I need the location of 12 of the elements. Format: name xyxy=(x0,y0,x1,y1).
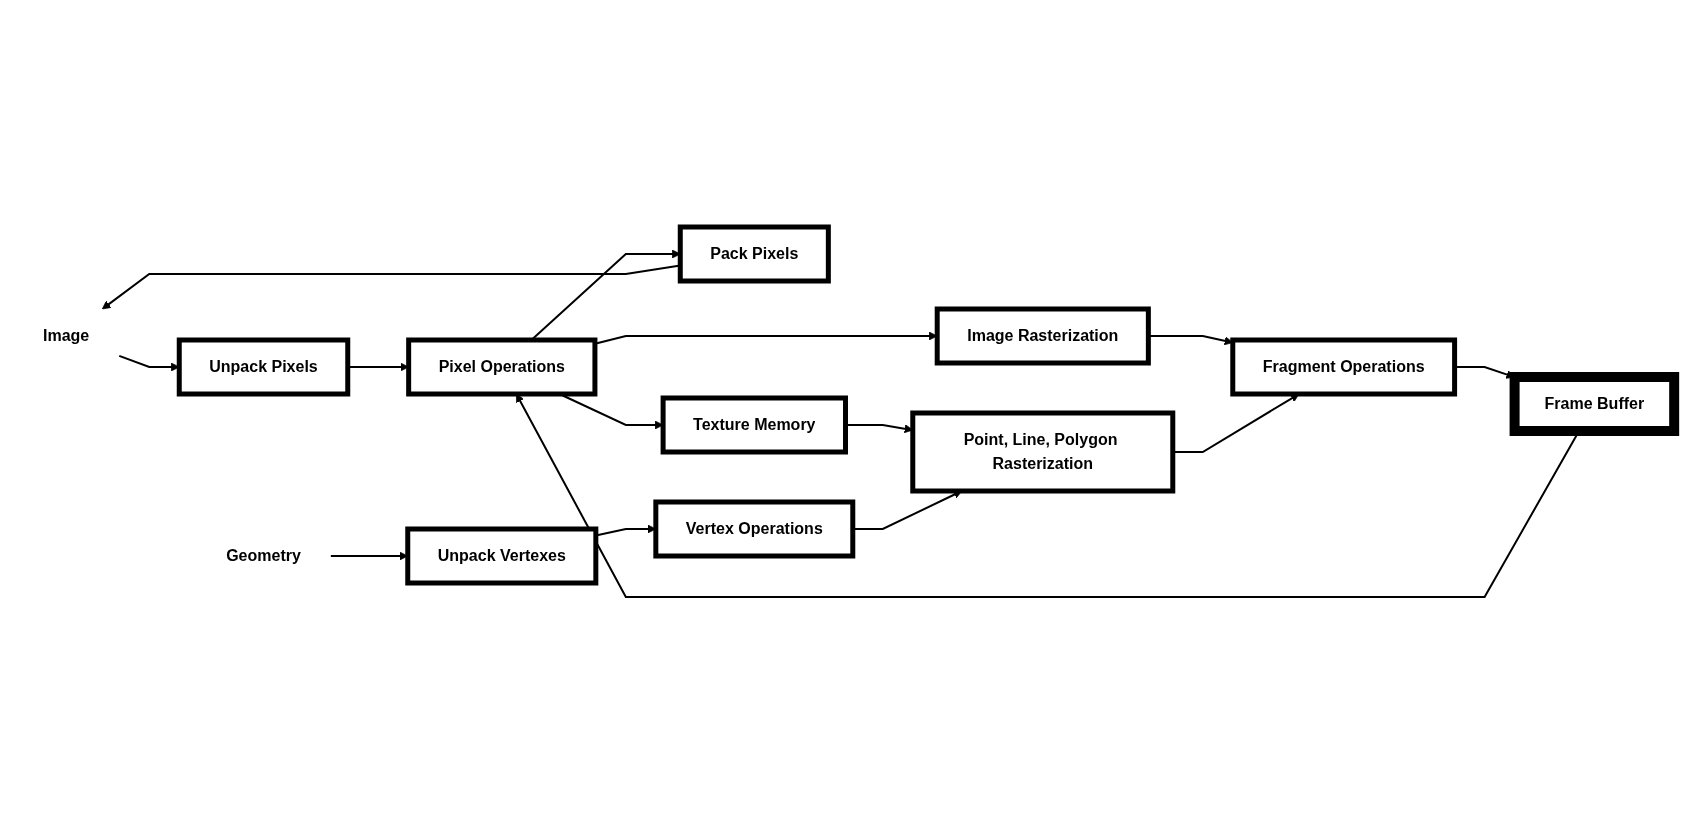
node-box: Texture Memory xyxy=(661,395,849,455)
node-box: Unpack Pixels xyxy=(177,337,351,397)
node-text: Geometry xyxy=(226,547,302,564)
node-box: Point, Line, Polygon Rasterization xyxy=(910,410,1176,494)
node-box: Pack Pixels xyxy=(678,224,832,284)
node-box: Fragment Operations xyxy=(1230,337,1458,397)
node-box: Frame Buffer xyxy=(1510,372,1680,436)
node-box: Pixel Operations xyxy=(406,337,598,397)
node-text: Image xyxy=(43,327,90,344)
node-box: Image Rasterization xyxy=(935,306,1152,366)
node-box: Vertex Operations xyxy=(653,499,856,559)
node-box: Unpack Vertexes xyxy=(405,526,599,586)
